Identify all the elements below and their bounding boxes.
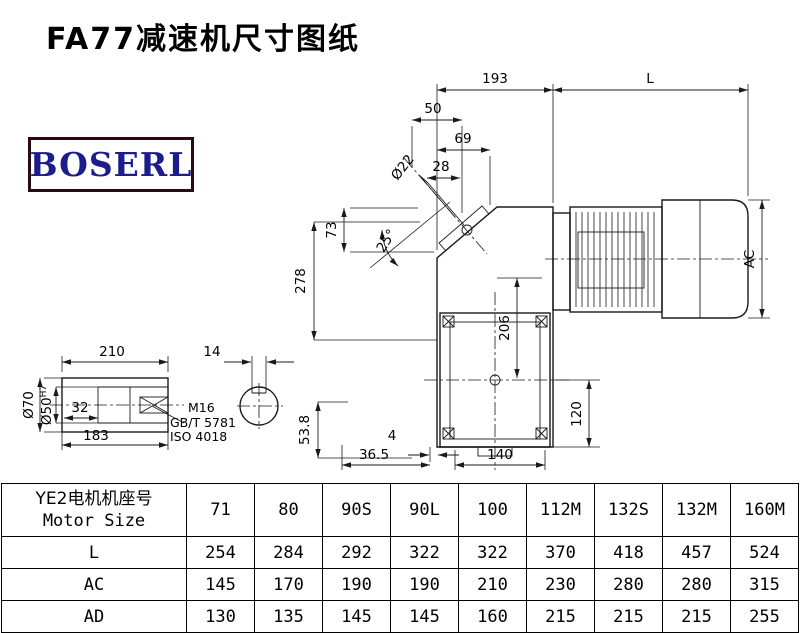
- thread-standard-iso: ISO 4018: [170, 429, 227, 444]
- cell-L-7: 457: [662, 536, 731, 569]
- cell-AD-8: 255: [730, 600, 799, 633]
- motor-cooling-fins: [575, 212, 655, 307]
- header-col-80: 80: [254, 483, 323, 537]
- dim-210: 210: [99, 344, 125, 360]
- dim-53-8: 53.8: [297, 415, 313, 445]
- shaft-cross-section: [237, 383, 283, 429]
- cell-AD-2: 145: [322, 600, 391, 633]
- dim-183: 183: [83, 428, 109, 444]
- dim-AC: AC: [742, 250, 758, 268]
- dim-206: 206: [497, 315, 513, 341]
- cell-AD-3: 145: [390, 600, 459, 633]
- dim-14: 14: [203, 344, 220, 360]
- cell-AC-8: 315: [730, 568, 799, 601]
- header-col-160M: 160M: [730, 483, 799, 537]
- header-motor-size-cell: YE2电机机座号 Motor Size: [1, 483, 187, 537]
- cell-AD-0: 130: [186, 600, 255, 633]
- dim-dia50-tolerance: H7: [39, 385, 49, 398]
- dim-dia70: Ø70: [21, 391, 37, 419]
- row-label-AD: AD: [1, 600, 187, 633]
- angle-arc: [379, 229, 399, 267]
- header-col-71: 71: [186, 483, 255, 537]
- page-title: FA77减速机尺寸图纸: [46, 22, 361, 57]
- cell-AC-4: 210: [458, 568, 527, 601]
- dim-36-5: 36.5: [359, 447, 389, 463]
- dim-193: 193: [482, 71, 508, 87]
- dimension-labels: 193 L 50 69 28 Ø22 73 25° 278 206 120 AC…: [21, 71, 758, 463]
- thread-leader-line: [151, 405, 185, 424]
- size-table-wrap: YE2电机机座号 Motor Size 71 80 90S 90L 100 11…: [1, 483, 799, 633]
- row-label-L: L: [1, 536, 187, 569]
- dim-278: 278: [293, 268, 309, 294]
- motor-fan-cover: [661, 199, 749, 319]
- cell-AC-2: 190: [322, 568, 391, 601]
- brand-logo-box: BOSERL: [28, 137, 194, 192]
- dim-28: 28: [432, 159, 449, 175]
- cell-L-1: 284: [254, 536, 323, 569]
- cell-AD-4: 160: [458, 600, 527, 633]
- dim-25deg: 25°: [373, 226, 399, 255]
- thread-callout: M16 GB/T 5781 ISO 4018: [170, 400, 236, 444]
- header-col-112M: 112M: [526, 483, 595, 537]
- header-motor-size-cn: YE2电机机座号: [35, 488, 153, 509]
- cell-L-8: 524: [730, 536, 799, 569]
- cell-AD-5: 215: [526, 600, 595, 633]
- dim-32: 32: [71, 400, 88, 416]
- header-col-90S: 90S: [322, 483, 391, 537]
- cell-AC-6: 280: [594, 568, 663, 601]
- dim-69: 69: [454, 131, 471, 147]
- table-row-AC: AC 145 170 190 190 210 230 280 280 315: [1, 568, 799, 601]
- brand-logo-text: BOSERL: [29, 145, 193, 184]
- input-shaft: [403, 157, 488, 255]
- dim-73: 73: [324, 221, 340, 238]
- size-table: YE2电机机座号 Motor Size 71 80 90S 90L 100 11…: [1, 483, 799, 633]
- dim-4: 4: [388, 428, 397, 444]
- dim-140: 140: [487, 447, 513, 463]
- dimension-lines: [37, 87, 765, 468]
- cell-AC-5: 230: [526, 568, 595, 601]
- motor: [545, 199, 768, 319]
- cell-AD-1: 135: [254, 600, 323, 633]
- cell-AC-0: 145: [186, 568, 255, 601]
- cell-AC-7: 280: [662, 568, 731, 601]
- motor-adapter-flange: [552, 212, 571, 311]
- dim-120: 120: [569, 401, 585, 427]
- header-col-132M: 132M: [662, 483, 731, 537]
- hollow-shaft-detail: [50, 377, 184, 433]
- thread-standard-gb: GB/T 5781: [170, 415, 236, 430]
- row-label-AC: AC: [1, 568, 187, 601]
- cell-L-5: 370: [526, 536, 595, 569]
- table-header-row: YE2电机机座号 Motor Size 71 80 90S 90L 100 11…: [1, 483, 799, 537]
- dim-dia22: Ø22: [388, 152, 418, 184]
- extension-lines: [44, 84, 770, 470]
- cell-L-6: 418: [594, 536, 663, 569]
- dim-dia50H7: Ø50H7: [39, 385, 55, 425]
- header-col-90L: 90L: [390, 483, 459, 537]
- header-motor-size-en: Motor Size: [42, 511, 146, 531]
- table-row-AD: AD 130 135 145 145 160 215 215 215 255: [1, 600, 799, 633]
- cell-AC-1: 170: [254, 568, 323, 601]
- motor-stator-block: [577, 231, 645, 289]
- dim-L: L: [646, 71, 654, 87]
- cell-AD-6: 215: [594, 600, 663, 633]
- dim-dia50: Ø50: [39, 397, 55, 425]
- cell-L-2: 292: [322, 536, 391, 569]
- cell-L-3: 322: [390, 536, 459, 569]
- header-col-132S: 132S: [594, 483, 663, 537]
- technical-drawing: 193 L 50 69 28 Ø22 73 25° 278 206 120 AC…: [21, 71, 770, 470]
- cell-L-4: 322: [458, 536, 527, 569]
- dim-50: 50: [424, 101, 441, 117]
- thread-size-label: M16: [188, 400, 215, 415]
- cell-L-0: 254: [186, 536, 255, 569]
- cell-AC-3: 190: [390, 568, 459, 601]
- table-row-L: L 254 284 292 322 322 370 418 457 524: [1, 536, 799, 569]
- cell-AD-7: 215: [662, 600, 731, 633]
- input-shaft-centerline: [403, 157, 488, 255]
- output-flange: [424, 292, 572, 470]
- input-flange-bolt-hole: [461, 224, 473, 236]
- header-col-100: 100: [458, 483, 527, 537]
